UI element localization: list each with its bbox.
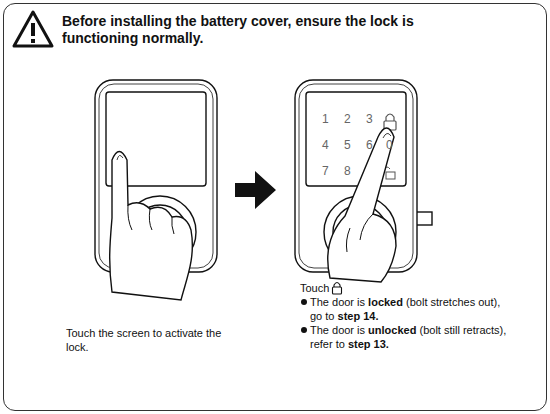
caption-text: go to (310, 309, 334, 323)
caption-line: Touch (300, 281, 332, 295)
hand-left (110, 152, 193, 301)
arrow (235, 171, 276, 209)
caption-text: (bolt stretches out), (406, 295, 500, 309)
warning-icon (14, 12, 52, 46)
keypad-digit: 0 (386, 138, 393, 152)
caption-line: go to step 14. (310, 309, 382, 323)
caption-text: The door is (310, 323, 365, 337)
keypad-digit: 6 (366, 138, 373, 152)
keypad-digit: 5 (344, 138, 351, 152)
keypad-digit: 8 (344, 164, 351, 178)
emphasis: unlocked (368, 323, 416, 337)
caption-text: The door is (310, 295, 365, 309)
keypad-digit: 7 (322, 164, 329, 178)
caption-line: The door isunlocked(bolt still retracts)… (310, 323, 509, 337)
bullet (301, 299, 307, 305)
emphasis: step 14. (338, 309, 379, 323)
caption-text: refer to (310, 337, 345, 351)
caption-text: (bolt still retracts), (419, 323, 506, 337)
caption-line: refer tostep 13. (310, 337, 392, 351)
emphasis: locked (368, 295, 403, 309)
caption: Touch the screen to activate the lock. (66, 326, 236, 354)
keypad-digit: 1 (322, 112, 329, 126)
emphasis: step 13. (348, 337, 389, 351)
keypad-digit: 2 (344, 112, 351, 126)
caption-line: The door islocked(bolt stretches out), (310, 295, 503, 309)
caption-text: Touch (300, 281, 329, 295)
bullet (301, 327, 307, 333)
keypad-digit: 3 (366, 112, 373, 126)
keypad-digit: 4 (322, 138, 329, 152)
hand-right (328, 128, 396, 282)
warning-title: Before installing the battery cover, ens… (62, 13, 482, 47)
lock-icon (331, 281, 343, 295)
